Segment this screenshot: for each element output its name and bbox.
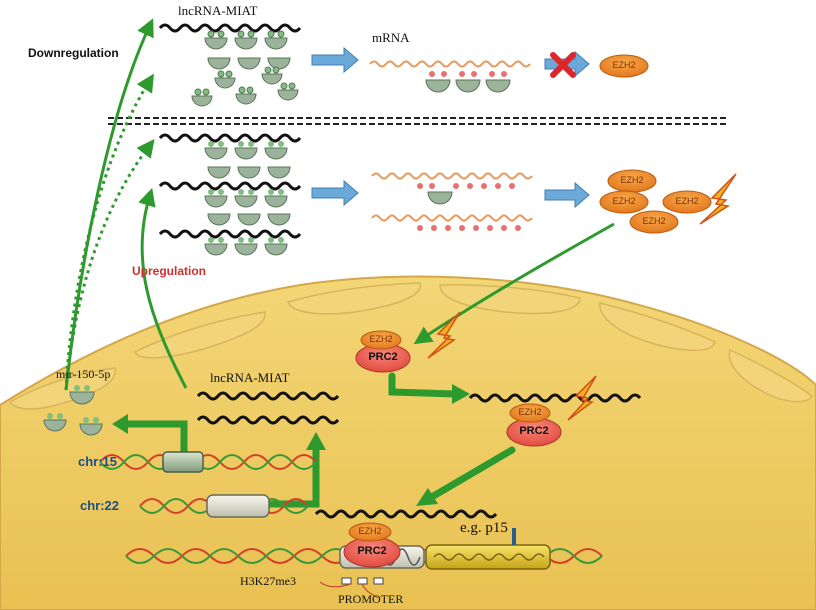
h3k27me3-marks xyxy=(341,577,384,585)
complex-upper xyxy=(355,330,411,373)
lightning-icon-middle xyxy=(567,375,597,421)
gene-cylinder-chr15 xyxy=(162,451,204,473)
chr15-label: chr:15 xyxy=(78,454,118,469)
lightning-icon-upper xyxy=(427,311,461,359)
mrna-strands-up xyxy=(371,172,533,222)
ezh2-cluster xyxy=(599,169,712,234)
ezh2-top xyxy=(599,54,649,78)
ezh2-cluster-label-1: EZH2 xyxy=(620,175,644,185)
prc2-chromatin-label: PRC2 xyxy=(357,545,387,557)
complex-chromatin xyxy=(343,522,401,568)
upregulation-label: Upregulation xyxy=(132,264,206,278)
green-arrows-cell xyxy=(120,372,516,508)
prc2-middle-label: PRC2 xyxy=(519,425,549,437)
mir-on-lncrna-top xyxy=(204,30,291,70)
h3k27me3-pointer xyxy=(319,581,379,599)
ezh2-cluster-label-3: EZH2 xyxy=(675,196,699,206)
promoter-label: PROMOTER xyxy=(338,592,404,606)
ezh2-cluster-label-4: EZH2 xyxy=(642,216,666,226)
mrna-strand-top xyxy=(369,60,531,68)
blue-arrow-up-2 xyxy=(544,181,590,209)
free-mir-cluster xyxy=(191,66,299,107)
lncrna-cell-label: lncRNA-MIAT xyxy=(210,370,290,385)
ezh2-middle-label: EZH2 xyxy=(518,407,542,417)
ezh2-cluster-label-2: EZH2 xyxy=(612,196,636,206)
lncrna-top-label: lncRNA-MIAT xyxy=(178,3,258,18)
lncrna-strands-cell xyxy=(196,391,642,519)
complex-middle xyxy=(506,403,562,447)
downregulation-label: Downregulation xyxy=(28,46,119,60)
dna-chr15 xyxy=(99,454,317,470)
h3k27me3-label: H3K27me3 xyxy=(240,574,296,588)
gene-cylinder-chr22 xyxy=(206,494,270,518)
lncrna-strand-top xyxy=(158,23,302,33)
mir-cell-dots xyxy=(47,385,99,423)
mir-on-mrna-top xyxy=(425,79,511,93)
mrna-up-marks xyxy=(417,183,521,231)
mrna-label: mRNA xyxy=(372,30,410,45)
ezh2-upper-label: EZH2 xyxy=(369,334,393,344)
ezh2-chromatin-label: EZH2 xyxy=(358,526,382,536)
mir-on-mrna-up xyxy=(427,191,453,205)
green-arrowheads-cell xyxy=(112,384,470,506)
green-arrows xyxy=(64,18,615,391)
target-gene-cylinder xyxy=(425,544,551,570)
blue-arrow-up-1 xyxy=(311,179,359,207)
mir-dots-up xyxy=(208,141,284,243)
mir-cell xyxy=(43,391,103,436)
ezh2-top-label: EZH2 xyxy=(612,60,636,70)
chr22-label: chr:22 xyxy=(80,498,120,513)
mir-on-lncrna-up xyxy=(204,147,291,256)
cell-body xyxy=(0,275,816,610)
mrna-top-marks xyxy=(429,71,507,77)
lightning-icon-top xyxy=(699,173,737,225)
prc2-upper-label: PRC2 xyxy=(368,351,398,363)
mir-label: mir-150-5p xyxy=(56,367,111,381)
gene-label: e.g. p15 xyxy=(460,520,508,536)
blue-arrow-top xyxy=(311,46,359,74)
lncrna-strands-up xyxy=(158,133,302,239)
red-cross-icon xyxy=(550,52,576,78)
